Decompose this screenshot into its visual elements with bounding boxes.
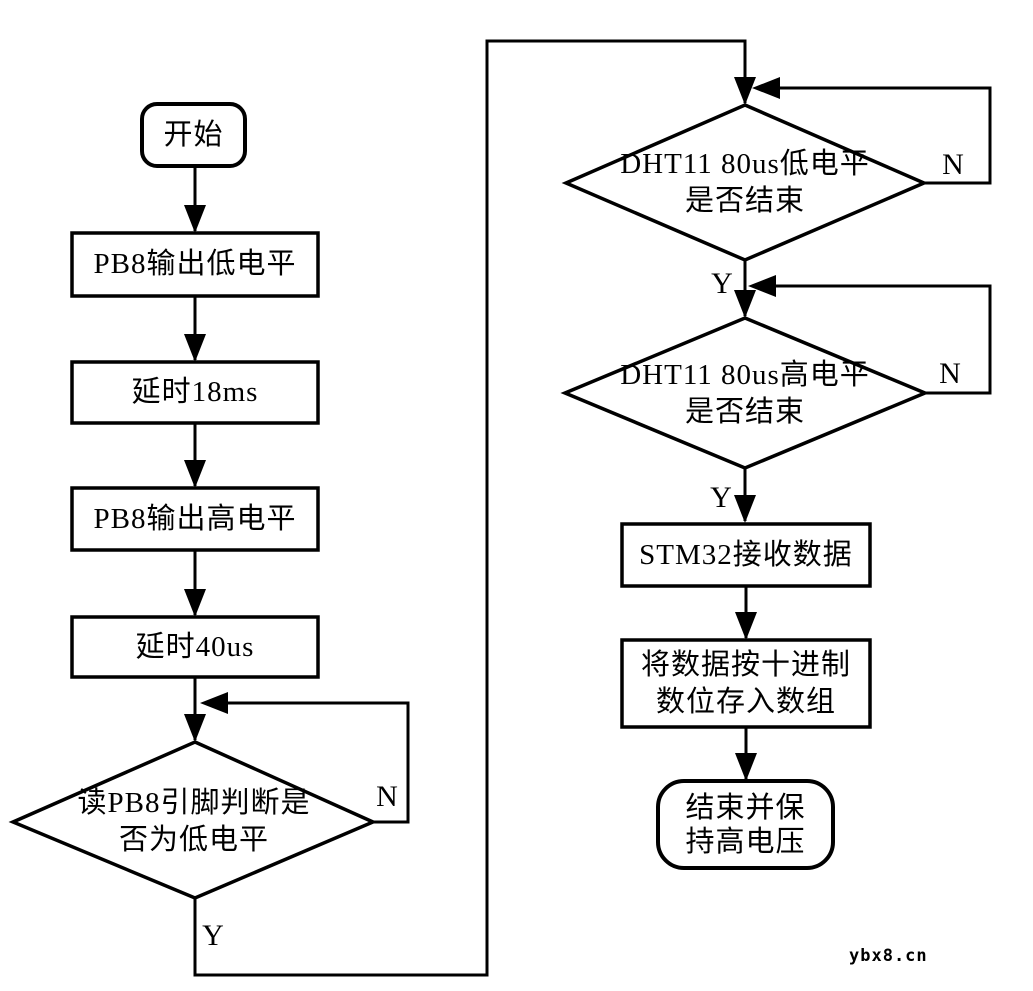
node-decision-dht11-80us-low	[561, 103, 929, 262]
watermark-text: ybx8.cn	[849, 946, 928, 966]
check-pb8-label: 读PB8引脚判断是 否为低电平	[33, 784, 355, 860]
arrowhead-down-into-dht11low	[734, 77, 756, 105]
branch-label-dht11-high-yes: Y	[710, 481, 732, 514]
store-decimal-label-line1: 将数据按十进制	[640, 648, 851, 681]
node-end-terminal	[656, 779, 835, 870]
branch-label-check-pb8-no: N	[376, 780, 398, 813]
connector-checkpb8-no-loop	[204, 701, 410, 824]
store-decimal-label: 将数据按十进制 数位存入数组	[622, 640, 870, 727]
node-decision-check-pb8	[8, 740, 378, 900]
node-delay-40us	[70, 615, 320, 679]
node-stm32-receive	[620, 522, 872, 588]
node-pb8-output-low	[70, 231, 320, 298]
end-label: 结束并保 持高电压	[658, 781, 833, 868]
arrowhead-down-into-delay18	[184, 334, 206, 362]
pb8-output-high-label: PB8输出高电平	[93, 502, 297, 535]
arrowhead-down-into-storedec	[735, 612, 757, 640]
branch-label-dht11-high-no: N	[939, 357, 961, 390]
arrowhead-left-dht11high-loop	[748, 275, 776, 297]
node-decision-dht11-80us-high	[560, 316, 930, 470]
connector-checkpb8-yes-to-dht11low	[193, 39, 747, 977]
arrowhead-down-into-pb8low	[184, 205, 206, 233]
dht11-80us-low-label: DHT11 80us低电平 是否结束	[585, 146, 905, 220]
arrowhead-left-dht11low-loop	[752, 77, 780, 99]
dht11-80us-low-label-line2: 是否结束	[684, 185, 805, 217]
check-pb8-label-line1: 读PB8引脚判断是	[77, 787, 311, 819]
arrowhead-down-into-delay40	[184, 589, 206, 617]
dht11-80us-high-label-line2: 是否结束	[684, 396, 805, 428]
pb8-output-low-label: PB8输出低电平	[93, 248, 297, 280]
branch-label-dht11-low-no: N	[942, 148, 964, 181]
dht11-80us-low-label-line1: DHT11 80us低电平	[620, 148, 870, 180]
check-pb8-label-line2: 否为低电平	[118, 824, 269, 856]
arrowhead-down-into-pb8high	[184, 460, 206, 488]
dht11-80us-high-label-line1: DHT11 80us高电平	[620, 359, 870, 391]
stm32-receive-label: STM32接收数据	[639, 538, 853, 571]
arrowhead-down-into-stm32rx	[734, 495, 756, 523]
branch-label-check-pb8-yes: Y	[202, 919, 224, 952]
arrowhead-down-into-checkpb8	[184, 714, 206, 742]
branch-label-dht11-low-yes: Y	[711, 267, 733, 300]
arrowhead-left-checkpb8-loop	[200, 692, 228, 714]
connector-dht11high-no-loop	[752, 284, 992, 395]
start-label: 开始	[163, 118, 224, 151]
delay-18ms-label: 延时18ms	[131, 376, 259, 408]
end-label-line2: 持高电压	[685, 825, 806, 858]
arrowhead-down-into-end	[735, 753, 757, 781]
connector-dht11low-no-loop	[756, 86, 992, 185]
node-pb8-output-high	[70, 486, 320, 552]
store-decimal-label-line2: 数位存入数组	[655, 685, 836, 718]
arrowhead-down-into-dht11high	[734, 290, 756, 318]
node-start-terminal	[140, 102, 247, 168]
node-store-decimal	[620, 638, 872, 729]
delay-40us-label: 延时40us	[135, 630, 255, 663]
end-label-line1: 结束并保	[685, 791, 806, 824]
dht11-80us-high-label: DHT11 80us高电平 是否结束	[585, 357, 905, 431]
